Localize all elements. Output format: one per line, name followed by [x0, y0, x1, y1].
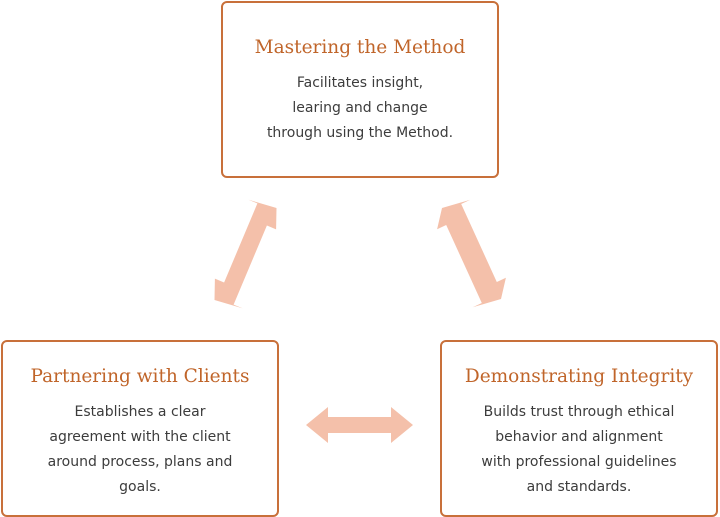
description-line: agreement with the client — [49, 429, 231, 445]
description-line: around process, plans and — [47, 454, 233, 470]
description-line: Facilitates insight, — [296, 75, 424, 91]
arrow-top-right — [437, 199, 506, 308]
description-line: through using the Method. — [266, 125, 454, 141]
description-line: Establishes a clear — [74, 404, 206, 420]
description-line: and standards. — [526, 479, 632, 495]
description-line: learing and change — [292, 100, 428, 116]
node-title: Partnering with Clients — [30, 366, 250, 387]
description-line: with professional guidelines — [481, 454, 677, 470]
node-demonstrating-integrity: Demonstrating Integrity Builds trust thr… — [440, 340, 718, 517]
arrow-bottom — [306, 407, 413, 443]
node-partnering-with-clients: Partnering with Clients Establishes a cl… — [1, 340, 279, 517]
node-description: Facilitates insight, learing and change … — [223, 71, 497, 146]
description-line: goals. — [119, 479, 161, 495]
node-mastering-the-method: Mastering the Method Facilitates insight… — [221, 1, 499, 178]
node-title: Demonstrating Integrity — [464, 366, 694, 387]
arrow-top-left — [214, 199, 277, 309]
description-line: Builds trust through ethical — [483, 404, 675, 420]
node-description: Builds trust through ethical behavior an… — [442, 400, 716, 500]
node-title: Mastering the Method — [254, 37, 466, 58]
description-line: behavior and alignment — [495, 429, 663, 445]
node-description: Establishes a clear agreement with the c… — [3, 400, 277, 500]
